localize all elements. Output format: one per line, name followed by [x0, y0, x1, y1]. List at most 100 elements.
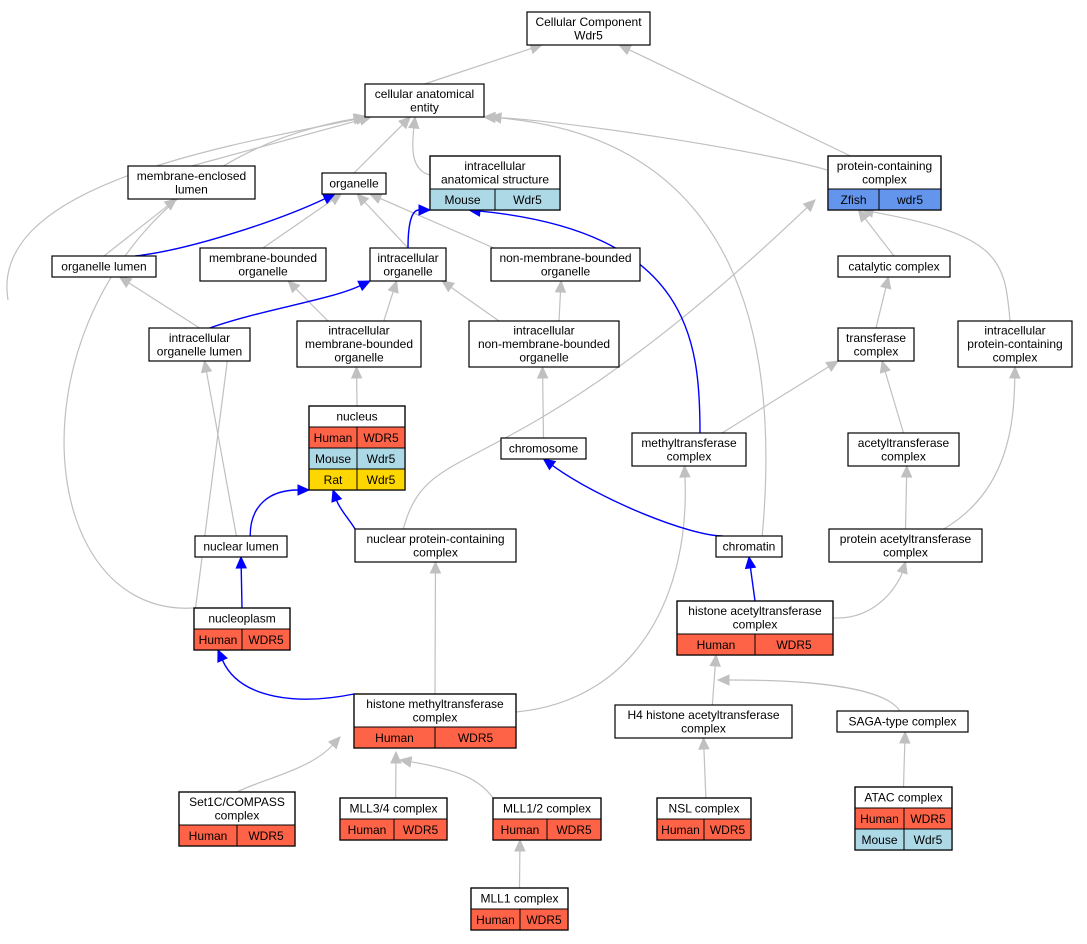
species-cell-human: Human — [353, 726, 436, 749]
edge-blue — [479, 210, 701, 434]
node-catalytic-complex[interactable]: catalytic complex — [837, 255, 951, 278]
node-label: histone methyltransferase — [366, 697, 504, 711]
species-cell-mouse: Wdr5 — [494, 188, 561, 211]
species-cell-label: Zfish — [840, 193, 866, 207]
edge-grey — [904, 476, 908, 530]
node-label: histone acetyltransferase — [688, 604, 822, 618]
edge-grey — [728, 679, 901, 712]
node-label: organelle — [519, 351, 569, 365]
node-label: complex — [733, 617, 778, 631]
arrowhead — [896, 560, 908, 575]
node-label: cellular anatomical — [375, 87, 474, 101]
edge-grey — [193, 350, 230, 621]
node-label: intracellular — [464, 159, 525, 173]
node-label: Cellular Component — [535, 15, 642, 29]
node-intracellular-non-membrane-bounded-organelle[interactable]: intracellularnon-membrane-boundedorganel… — [468, 320, 620, 368]
arrowhead — [429, 560, 442, 574]
species-cell-mouse: Mouse — [854, 828, 905, 851]
edge-grey — [711, 665, 716, 706]
species-cell-label: WDR5 — [363, 431, 399, 445]
edge-grey — [558, 291, 562, 322]
species-cell-human: WDR5 — [703, 818, 752, 841]
edge-grey — [628, 49, 851, 157]
species-cell-label: Human — [501, 823, 540, 837]
node-saga-type-complex[interactable]: SAGA-type complex — [836, 710, 969, 733]
species-cell-human: Human — [178, 824, 238, 847]
species-cell-human: WDR5 — [519, 908, 569, 931]
edge-grey — [721, 366, 829, 434]
edge-grey — [379, 197, 495, 249]
arrowhead — [418, 204, 432, 216]
node-box — [526, 11, 651, 46]
node-organelle[interactable]: organelle — [321, 172, 387, 195]
edge-grey — [412, 127, 431, 176]
species-cell-label: WDR5 — [526, 913, 562, 927]
species-cell-human: WDR5 — [434, 726, 517, 749]
node-organelle-lumen[interactable]: organelle lumen — [51, 255, 157, 278]
species-cell-label: WDR5 — [248, 633, 284, 647]
node-label: NSL complex — [669, 802, 740, 816]
species-cell-label: Human — [189, 829, 228, 843]
node-box — [837, 327, 915, 362]
node-chromatin[interactable]: chromatin — [715, 535, 783, 558]
arrowhead — [679, 464, 691, 478]
node-label: lumen — [175, 182, 208, 196]
edge-grey — [128, 282, 200, 329]
edge-blue — [135, 198, 326, 257]
node-box — [51, 255, 157, 278]
species-cell-label: Human — [348, 823, 387, 837]
node-label: non-membrane-bounded — [499, 251, 631, 265]
arrowhead — [542, 458, 557, 471]
node-label: chromatin — [723, 540, 776, 554]
node-label: membrane-bounded — [209, 251, 317, 265]
arrowhead — [387, 279, 399, 294]
species-cell-label: Wdr5 — [367, 452, 396, 466]
species-cell-label: wdr5 — [896, 193, 923, 207]
node-box — [836, 710, 969, 733]
node-chromosome[interactable]: chromosome — [500, 437, 587, 460]
node-label: complex — [881, 449, 926, 463]
edge-grey — [872, 211, 1011, 322]
arrowhead — [235, 555, 248, 569]
edge-grey — [191, 119, 361, 167]
edge-blue — [335, 500, 356, 530]
node-nuclear-lumen[interactable]: nuclear lumen — [194, 535, 288, 558]
edge-grey — [832, 572, 903, 619]
node-label: membrane-enclosed — [137, 169, 246, 183]
node-label: intracellular — [984, 324, 1045, 338]
arrowhead — [709, 653, 721, 667]
edge-grey — [542, 377, 545, 439]
node-label: complex — [993, 351, 1038, 365]
arrowhead — [441, 280, 455, 293]
species-cell-label: WDR5 — [458, 731, 494, 745]
node-box — [847, 432, 960, 467]
